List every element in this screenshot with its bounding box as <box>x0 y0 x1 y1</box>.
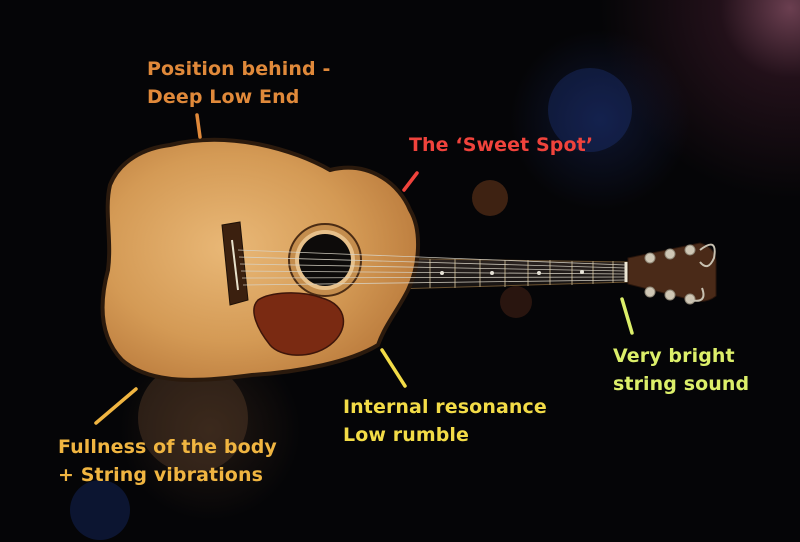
guitar-headstock <box>627 242 717 305</box>
label-internal-resonance-line2: Low rumble <box>343 424 470 446</box>
label-position-behind-line2: Deep Low End <box>147 86 300 108</box>
label-position-behind: Position behind - Deep Low End <box>147 55 330 111</box>
label-bright-string: Very bright string sound <box>613 342 749 398</box>
pointer-fullness <box>94 387 138 425</box>
label-fullness-line2: + String vibrations <box>58 464 263 486</box>
label-fullness-line1: Fullness of the body <box>58 436 277 458</box>
label-internal-resonance: Internal resonance Low rumble <box>343 393 547 449</box>
guitar-strings <box>237 249 627 286</box>
flare-orange-large <box>138 363 248 473</box>
pointer-behind <box>195 113 202 139</box>
label-position-behind-line1: Position behind - <box>147 58 331 80</box>
label-bright-string-line1: Very bright <box>613 345 735 367</box>
pointer-internal <box>380 348 407 388</box>
guitar-body <box>100 137 420 382</box>
flare-orange-small-2 <box>500 286 532 318</box>
flare-orange-small <box>472 180 508 216</box>
pointer-sweet-spot <box>402 171 419 192</box>
flare-blue <box>548 68 632 152</box>
flare-blue-bottom <box>70 480 130 540</box>
pointer-bright <box>620 297 634 335</box>
label-fullness: Fullness of the body + String vibrations <box>58 433 277 489</box>
label-internal-resonance-line1: Internal resonance <box>343 396 547 418</box>
label-bright-string-line2: string sound <box>613 373 750 395</box>
label-sweet-spot-line1: The ‘Sweet Spot’ <box>409 134 594 156</box>
label-sweet-spot: The ‘Sweet Spot’ <box>409 131 593 159</box>
